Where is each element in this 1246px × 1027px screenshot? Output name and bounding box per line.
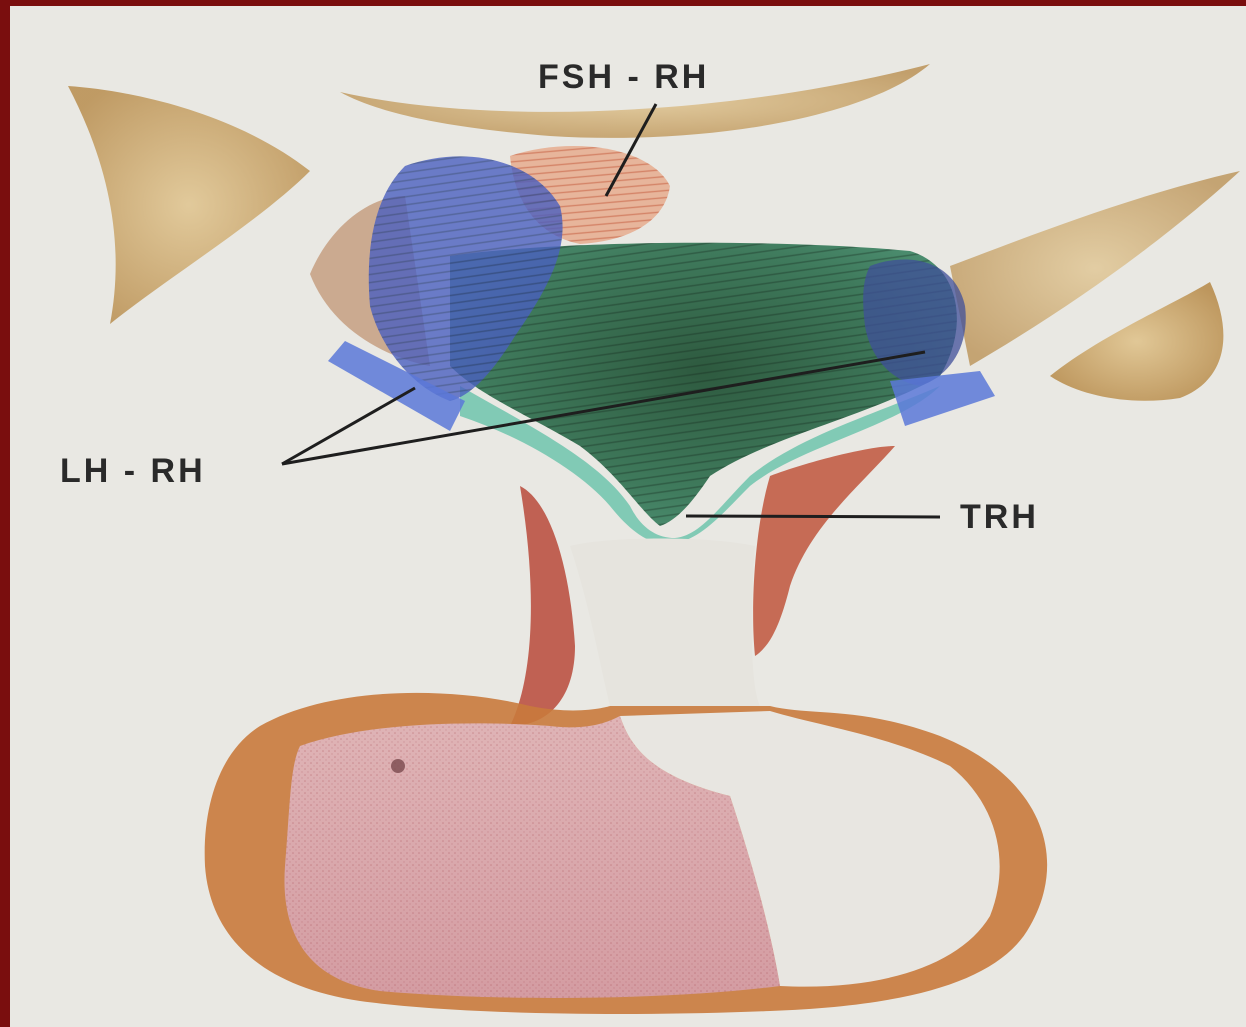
left-bone-wedge — [68, 86, 310, 324]
pituitary-stalk-right — [753, 446, 895, 656]
diagram-canvas: FSH - RH LH - RH TRH — [10, 6, 1246, 1027]
hypothalamus-pituitary-illustration — [10, 6, 1246, 1027]
stalk-core — [570, 539, 760, 707]
anterior-lobe-spot — [391, 759, 405, 773]
fsh-rh-label: FSH - RH — [538, 58, 709, 97]
lh-rh-label: LH - RH — [60, 452, 206, 491]
pituitary-stalk-left — [510, 486, 575, 726]
lh-rh-band-right — [890, 371, 995, 426]
trh-label: TRH — [960, 498, 1039, 537]
right-bone-small — [1050, 282, 1223, 401]
trh-leader — [686, 516, 940, 517]
